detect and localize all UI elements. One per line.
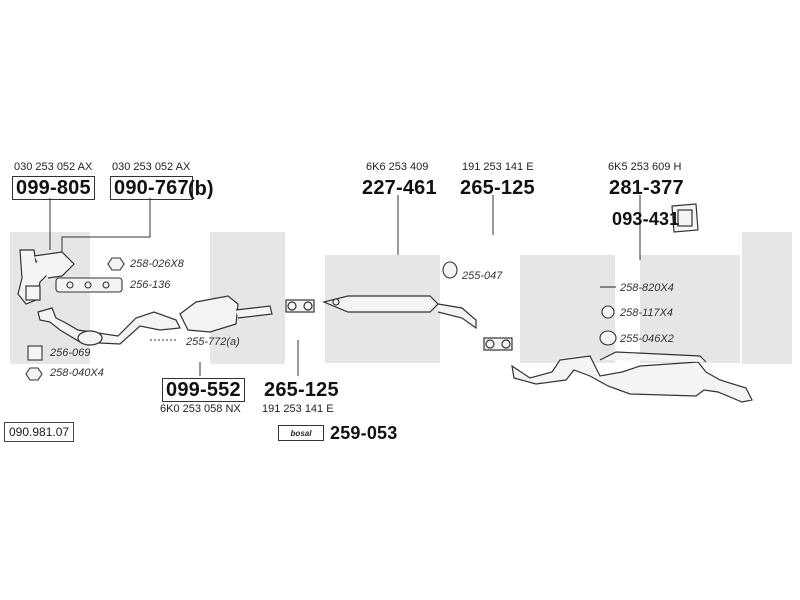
part-number-middle-silencer[interactable]: 227-461	[362, 177, 437, 199]
brand-watermark	[10, 232, 792, 364]
oem-number-front-pipe: 6K0 253 058 NX	[160, 403, 241, 415]
small-part-label[interactable]: 256-069	[50, 347, 91, 359]
small-part-label[interactable]: 255-046X2	[620, 333, 674, 345]
part-number-clamp-middle[interactable]: 265-125	[460, 177, 535, 199]
oem-number-manifold-a: 030 253 052 AX	[14, 161, 93, 173]
catalytic-converter	[179, 295, 273, 333]
part-suffix-manifold-b: (b)	[188, 178, 214, 200]
part-number-front-pipe[interactable]: 099-552	[162, 378, 245, 402]
small-part-label[interactable]: 258-040X4	[50, 367, 104, 379]
small-part-label[interactable]: 258-117X4	[620, 307, 674, 319]
small-part-label[interactable]: 255-772(a)	[186, 336, 240, 348]
bosal-badge-text: bosal	[290, 428, 312, 438]
part-number-manifold-b[interactable]: 090-767	[110, 176, 193, 200]
part-number-assembly-paste[interactable]: 259-053	[330, 423, 398, 443]
part-number-rear-silencer[interactable]: 281-377	[609, 177, 684, 199]
exhaust-manifold	[17, 249, 75, 305]
part-number-manifold-a[interactable]: 099-805	[12, 176, 95, 200]
front-pipe	[37, 307, 181, 346]
middle-silencer	[322, 295, 477, 330]
middle-clamp	[483, 337, 513, 351]
small-parts-drawing	[25, 257, 617, 381]
bosal-badge: bosal	[278, 425, 324, 441]
rear-silencer	[511, 351, 753, 403]
reference-code: 090.981.07	[4, 422, 75, 442]
oem-number-manifold-b: 030 253 052 AX	[112, 161, 191, 173]
small-part-label[interactable]: 258-026X8	[130, 258, 184, 270]
oem-number-middle-silencer: 6K6 253 409	[366, 161, 429, 173]
part-number-clamp-front[interactable]: 265-125	[264, 379, 339, 401]
oem-number-rear-silencer: 6K5 253 609 H	[608, 161, 682, 173]
oem-number-clamp-middle: 191 253 141 E	[462, 161, 534, 173]
leader-lines	[49, 195, 641, 376]
oem-number-clamp-front: 191 253 141 E	[262, 403, 334, 415]
part-number-heat-shield[interactable]: 093-431	[612, 209, 680, 229]
small-part-label[interactable]: 258-820X4	[620, 282, 674, 294]
small-part-label[interactable]: 256-136	[130, 279, 171, 291]
heat-shield	[671, 203, 699, 233]
small-part-label[interactable]: 255-047	[462, 270, 503, 282]
front-clamp	[285, 299, 315, 313]
